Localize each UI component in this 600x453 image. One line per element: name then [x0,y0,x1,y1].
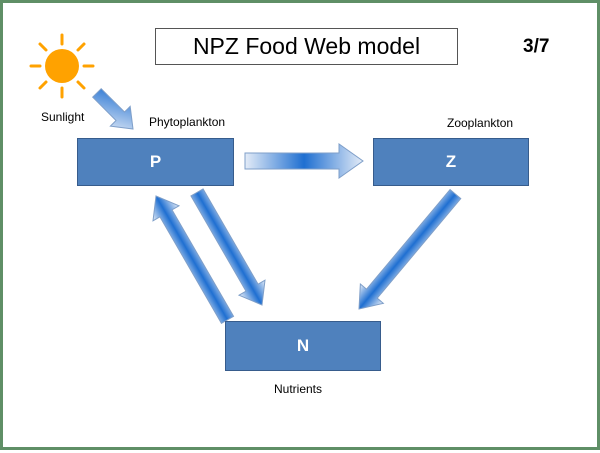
nutrients-label: Nutrients [274,382,323,396]
sunlight-label: Sunlight [41,110,85,124]
arrow-z-to-n [358,188,462,310]
box-nutrients: N [225,321,381,371]
box-p-letter: P [149,152,162,171]
zooplankton-label: Zooplankton [447,116,514,130]
box-zooplankton: Z [373,138,529,186]
page-number: 3/7 [523,36,550,57]
box-n-letter: N [296,336,310,355]
arrow-n-to-p [152,195,235,325]
box-phytoplankton: P [77,138,234,186]
slide-title: NPZ Food Web model [192,33,421,59]
arrow-p-to-n [190,188,266,306]
box-z-letter: Z [445,152,457,171]
title-box: NPZ Food Web model [155,28,458,65]
flow-arrows [91,87,462,325]
arrow-sunlight-to-p [91,87,134,130]
phytoplankton-label: Phytoplankton [149,115,226,129]
arrow-p-to-z [244,143,364,179]
sun-icon [29,33,95,99]
